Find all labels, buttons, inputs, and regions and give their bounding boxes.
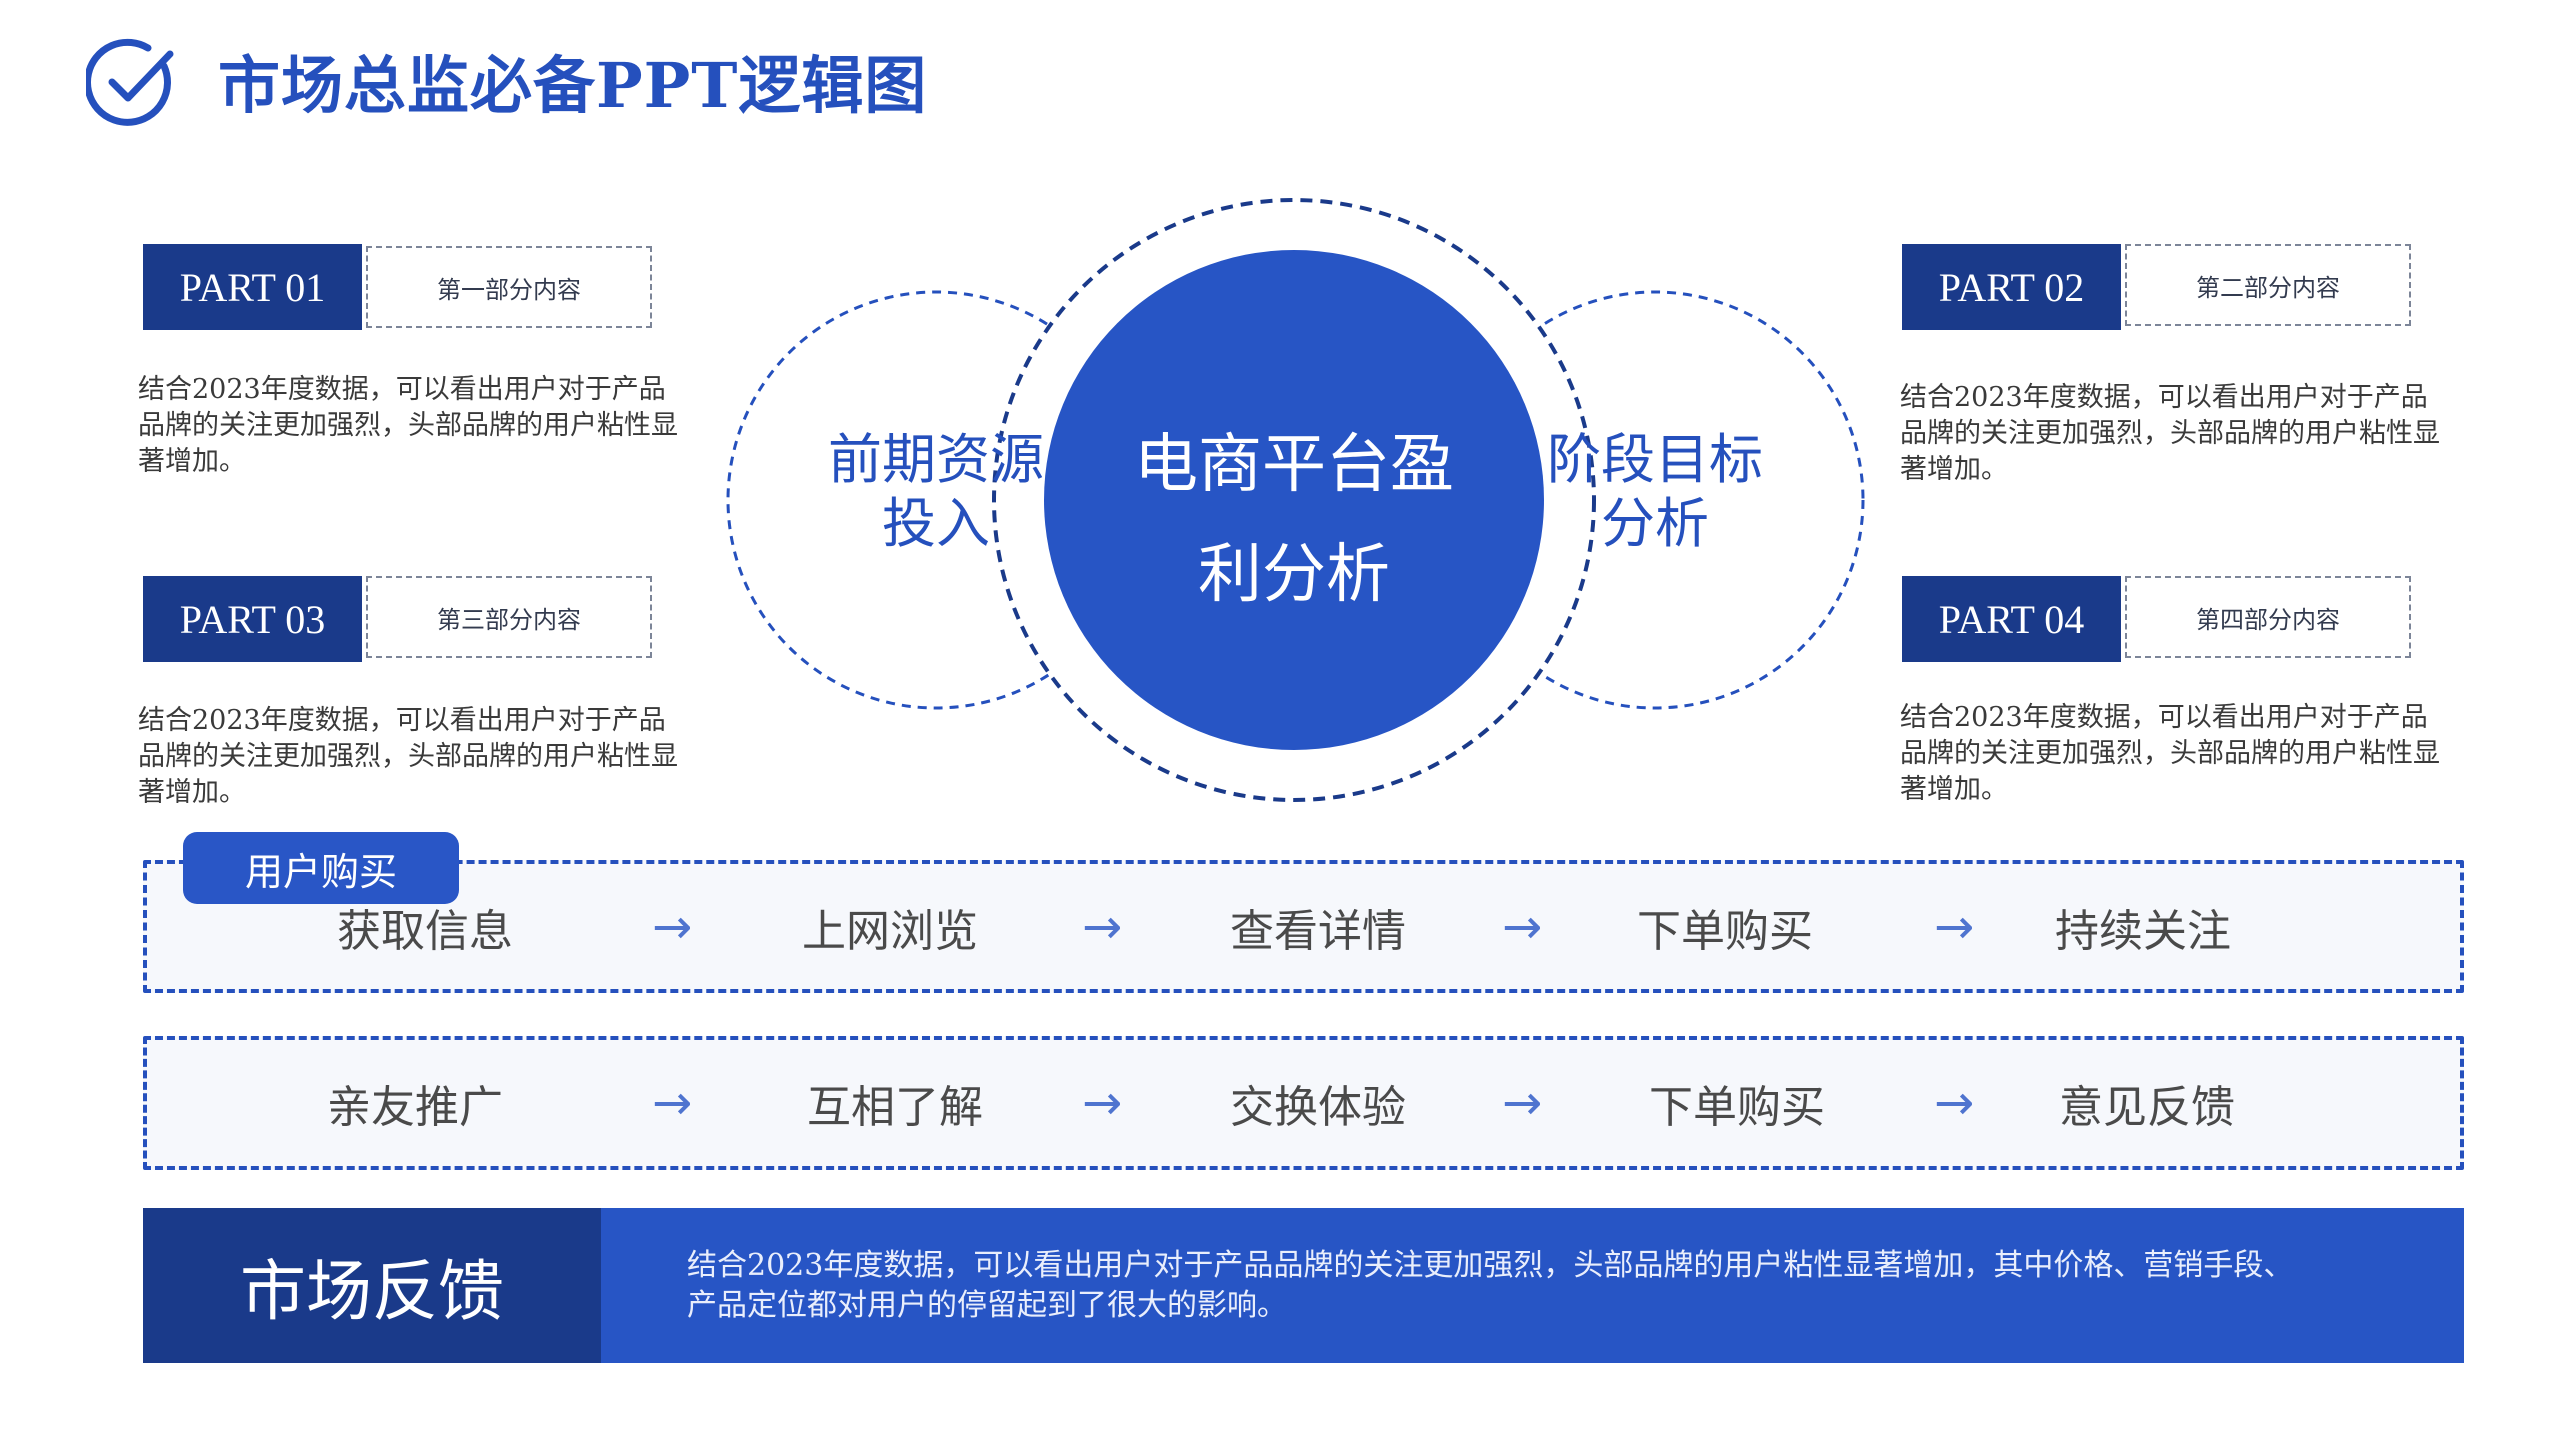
part-description: 结合2023年度数据，可以看出用户对于产品品牌的关注更加强烈，头部品牌的用户粘性… bbox=[138, 705, 678, 808]
part-description: 结合2023年度数据，可以看出用户对于产品品牌的关注更加强烈，头部品牌的用户粘性… bbox=[1900, 382, 2440, 485]
check-circle-icon bbox=[86, 38, 174, 126]
flow-step: 意见反馈 bbox=[2059, 1082, 2235, 1133]
part-subtitle: 第三部分内容 bbox=[366, 576, 652, 658]
market-feedback-title: 市场反馈 bbox=[143, 1208, 601, 1363]
arrow-right-icon: → bbox=[1934, 898, 1975, 955]
part-subtitle: 第一部分内容 bbox=[366, 246, 652, 328]
arrow-right-icon: → bbox=[652, 898, 693, 955]
right-circle-label: 阶段目标 分析 bbox=[1547, 428, 1763, 555]
left-circle-label: 前期资源 投入 bbox=[828, 428, 1044, 555]
market-feedback-text: 结合2023年度数据，可以看出用户对于产品品牌的关注更加强烈，头部品牌的用户粘性… bbox=[601, 1208, 2464, 1363]
part-subtitle: 第四部分内容 bbox=[2125, 576, 2411, 658]
arrow-right-icon: → bbox=[652, 1075, 693, 1131]
flow-step: 互相了解 bbox=[807, 1082, 983, 1133]
purchase-flow-row: 获取信息 → 上网浏览 → 查看详情 → 下单购买 → 持续关注 bbox=[143, 860, 2464, 993]
arrow-right-icon: → bbox=[1502, 898, 1543, 955]
flow-step: 持续关注 bbox=[2055, 905, 2231, 957]
part-subtitle: 第二部分内容 bbox=[2125, 244, 2411, 326]
arrow-right-icon: → bbox=[1082, 1075, 1123, 1131]
part-tag: PART 04 bbox=[1902, 576, 2121, 662]
center-circle-label: 电商平台盈 利分析 bbox=[1134, 428, 1454, 612]
flow-step: 下单购买 bbox=[1637, 905, 1813, 957]
arrow-right-icon: → bbox=[1502, 1075, 1543, 1131]
part-tag: PART 02 bbox=[1902, 244, 2121, 330]
center-solid-circle bbox=[1044, 250, 1544, 750]
flow-step: 获取信息 bbox=[337, 905, 513, 957]
arrow-right-icon: → bbox=[1082, 898, 1123, 955]
part-description: 结合2023年度数据，可以看出用户对于产品品牌的关注更加强烈，头部品牌的用户粘性… bbox=[1900, 702, 2440, 805]
user-purchase-tab: 用户购买 bbox=[183, 832, 459, 904]
referral-flow-row: 亲友推广 → 互相了解 → 交换体验 → 下单购买 → 意见反馈 bbox=[143, 1036, 2464, 1170]
flow-step: 亲友推广 bbox=[327, 1082, 503, 1133]
arrow-right-icon: → bbox=[1934, 1075, 1975, 1131]
flow-step: 下单购买 bbox=[1649, 1082, 1825, 1133]
flow-step: 上网浏览 bbox=[802, 905, 978, 957]
part-tag: PART 01 bbox=[143, 244, 362, 330]
part-description: 结合2023年度数据，可以看出用户对于产品品牌的关注更加强烈，头部品牌的用户粘性… bbox=[138, 374, 678, 477]
profit-analysis-diagram: 前期资源 投入 电商平台盈 利分析 阶段目标 分析 bbox=[720, 190, 1870, 830]
flow-step: 交换体验 bbox=[1230, 1082, 1406, 1133]
flow-step: 查看详情 bbox=[1230, 905, 1406, 957]
center-dashed-ring bbox=[992, 198, 1596, 802]
page-title: 市场总监必备PPT逻辑图 bbox=[218, 49, 928, 122]
right-dashed-circle bbox=[1445, 290, 1865, 710]
part-tag: PART 03 bbox=[143, 576, 362, 662]
